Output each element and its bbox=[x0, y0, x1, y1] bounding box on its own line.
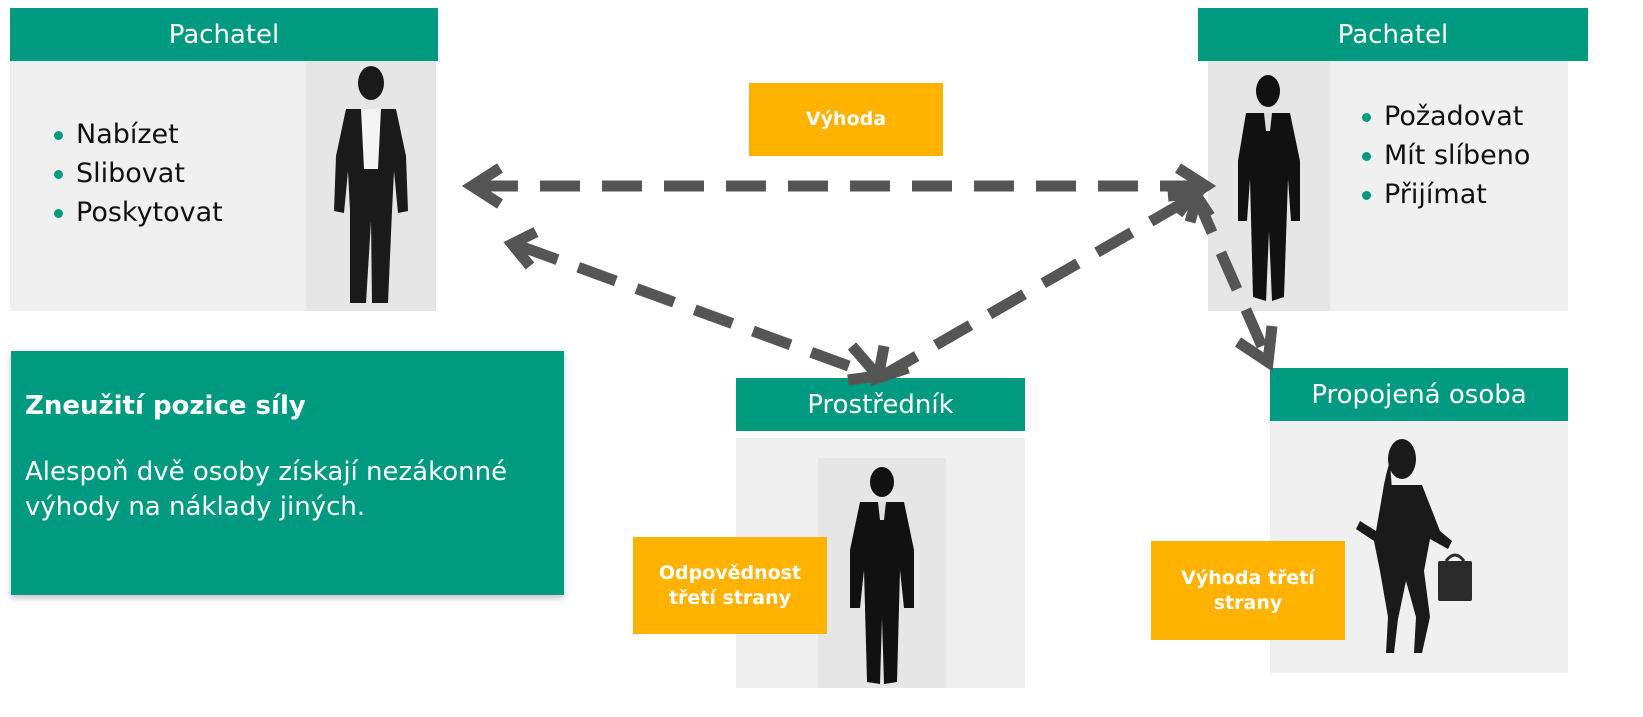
connected-actor-header: Propojená osoba bbox=[1270, 368, 1568, 421]
man-in-suit-silhouette-icon bbox=[850, 467, 914, 684]
middle-actor-note: Odpovědnost třetí strany bbox=[633, 537, 827, 634]
left-actor-header: Pachatel bbox=[10, 8, 438, 61]
action-item: Mít slíbeno bbox=[1356, 136, 1530, 175]
definition-box: Zneužití pozice síly Alespoň dvě osoby z… bbox=[11, 351, 564, 595]
connected-actor-note: Výhoda třetí strany bbox=[1151, 541, 1345, 640]
arrow-right-connected bbox=[1190, 193, 1274, 363]
arrow-head-right-up bbox=[1173, 182, 1215, 220]
left-actor-figure bbox=[306, 61, 436, 311]
definition-title: Zneužití pozice síly bbox=[25, 391, 306, 421]
man-in-suit-silhouette-icon bbox=[1238, 75, 1300, 301]
action-item: Nabízet bbox=[48, 115, 223, 154]
action-item: Poskytovat bbox=[48, 193, 223, 232]
arrow-head-left bbox=[461, 163, 503, 209]
right-actor-header: Pachatel bbox=[1198, 8, 1588, 61]
right-actor-actions: Požadovat Mít slíbeno Přijímat bbox=[1356, 97, 1530, 214]
right-actor-panel: Požadovat Mít slíbeno Přijímat bbox=[1330, 61, 1568, 311]
businesswoman-silhouette-icon bbox=[1356, 439, 1472, 653]
arrow-head-connected bbox=[1234, 325, 1278, 372]
arrow-middle-right bbox=[879, 191, 1198, 381]
definition-text: Alespoň dvě osoby získají nezákonné výho… bbox=[25, 457, 508, 522]
action-item: Požadovat bbox=[1356, 97, 1530, 136]
right-actor-figure bbox=[1208, 61, 1330, 311]
left-actor-actions: Nabízet Slibovat Poskytovat bbox=[48, 115, 223, 232]
arrow-head-middle-right bbox=[870, 344, 910, 387]
middle-actor-header: Prostředník bbox=[736, 378, 1025, 431]
arrow-left-middle bbox=[518, 240, 878, 382]
action-item: Slibovat bbox=[48, 154, 223, 193]
action-item: Přijímat bbox=[1356, 175, 1530, 214]
arrow-head-left-upper bbox=[503, 227, 539, 270]
left-actor-panel: Nabízet Slibovat Poskytovat bbox=[10, 61, 308, 311]
man-in-suit-silhouette-icon bbox=[334, 66, 408, 303]
middle-actor-figure bbox=[818, 458, 946, 688]
benefit-label: Výhoda bbox=[749, 83, 943, 156]
